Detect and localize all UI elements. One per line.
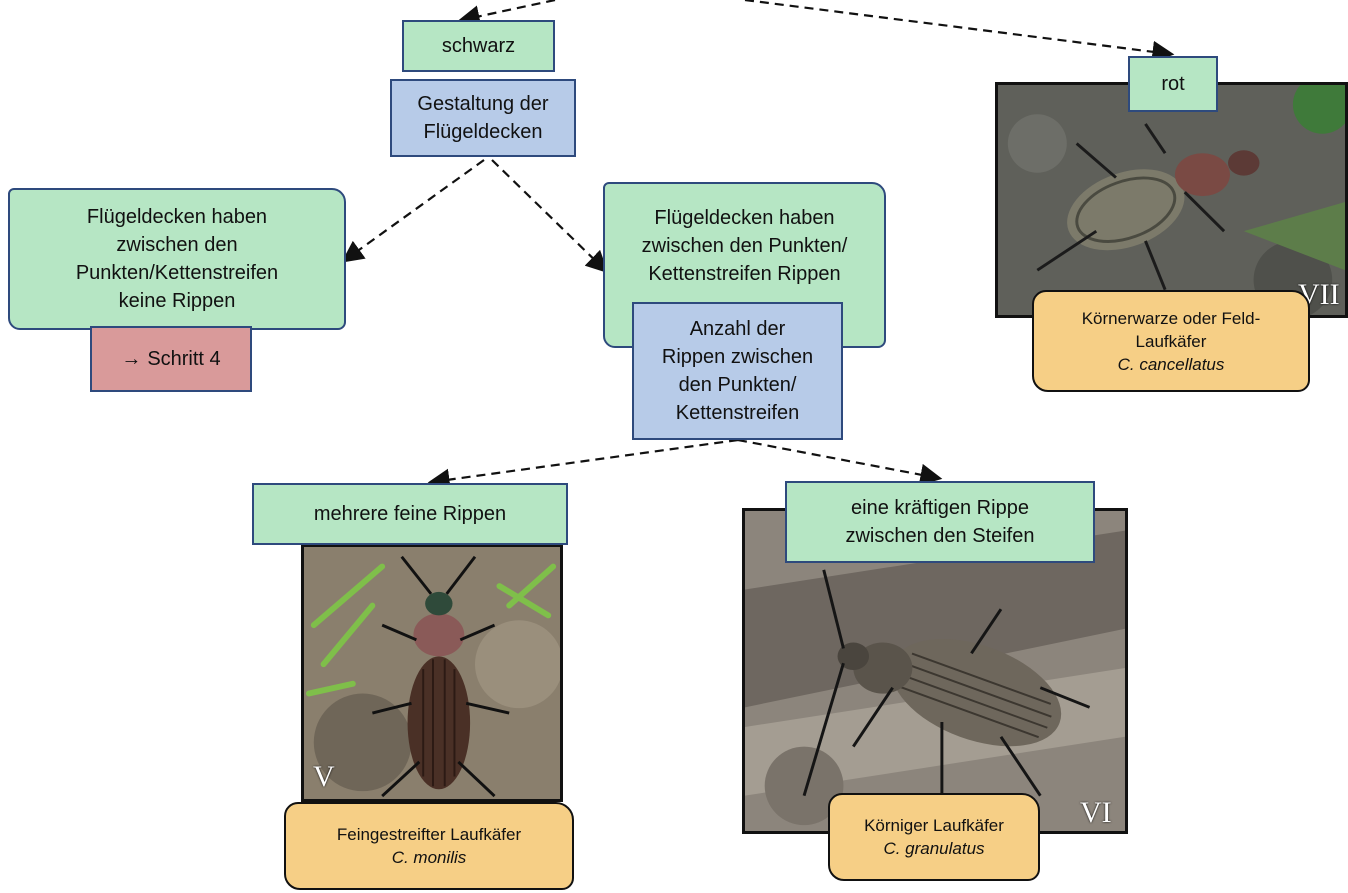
node-ohne-rippen-line3: Punkten/Kettenstreifen [75,262,279,284]
node-mit-rippen-line1: Flügeldecken haben [654,207,835,229]
photo-numeral-v: V [313,760,335,793]
node-schritt-4-label: Schritt 4 [147,348,221,370]
node-gestaltung-line2: Flügeldecken [423,121,543,143]
node-rot: rot [1128,56,1218,112]
node-ohne-rippen-line2: zwischen den [116,234,238,256]
node-ohne-rippen-line4: keine Rippen [118,290,236,312]
node-eine-line1: eine kräftigen Rippe [851,497,1029,519]
node-anzahl-line3: den Punkten/ [678,374,797,396]
node-anzahl-line4: Kettenstreifen [675,402,800,424]
node-anzahl: Anzahl der Rippen zwischen den Punkten/ … [632,302,843,440]
label-monilis-name: Feingestreifter Laufkäfer [336,825,522,844]
arrow-to-schwarz [457,0,556,28]
node-anzahl-line2: Rippen zwischen [661,346,814,368]
node-mehrere-label: mehrere feine Rippen [313,503,507,525]
node-schwarz: schwarz [402,20,555,72]
arrow-to-mit-rippen [491,159,609,274]
label-cancellatus-name2: Laufkäfer [1135,331,1207,351]
arrow-to-rot [744,0,1175,63]
node-mit-rippen-line3: Kettenstreifen Rippen [648,263,841,285]
node-schritt-4: → Schritt 4 [90,326,252,392]
label-cancellatus-latin: C. cancellatus [1117,354,1225,374]
node-eine: eine kräftigen Rippe zwischen den Steife… [785,481,1095,563]
node-mehrere: mehrere feine Rippen [252,483,568,545]
beetle-photo-icon [998,85,1345,315]
arrow-right-icon: → [121,348,142,370]
node-gestaltung: Gestaltung der Flügeldecken [390,79,576,157]
arrow-to-eine [737,438,943,486]
label-granulatus-name: Körniger Laufkäfer [864,816,1004,835]
label-granulatus-latin: C. granulatus [883,839,985,858]
node-rot-label: rot [1161,73,1185,95]
beetle-photo-cancellatus [995,82,1348,318]
beetle-photo-monilis [301,544,563,802]
node-anzahl-line1: Anzahl der [689,318,786,340]
node-mit-rippen-line2: zwischen den Punkten/ [641,235,848,257]
node-schwarz-label: schwarz [441,35,516,57]
label-monilis: Feingestreifter Laufkäfer C. monilis [284,802,574,890]
photo-numeral-vi: VI [1080,796,1112,829]
label-granulatus: Körniger Laufkäfer C. granulatus [828,793,1040,881]
label-monilis-latin: C. monilis [391,848,467,867]
node-ohne-rippen: Flügeldecken haben zwischen den Punkten/… [8,188,346,330]
node-ohne-rippen-line1: Flügeldecken haben [86,206,268,228]
label-cancellatus-name1: Körnerwarze oder Feld- [1081,308,1261,328]
beetle-photo-granulatus [742,508,1128,834]
node-eine-line2: zwischen den Steifen [845,525,1035,547]
label-cancellatus: Körnerwarze oder Feld- Laufkäfer C. canc… [1032,290,1310,392]
beetle-photo-icon [745,511,1125,831]
beetle-photo-icon [304,547,560,799]
arrow-to-ohne-rippen [341,159,485,263]
node-gestaltung-line1: Gestaltung der [417,93,549,115]
arrow-to-mehrere [427,438,739,491]
